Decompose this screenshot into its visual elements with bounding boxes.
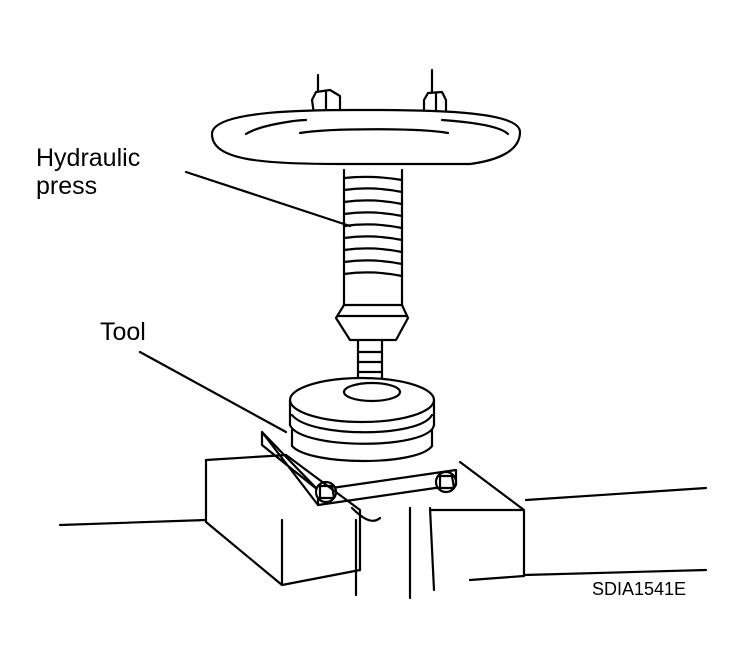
bolt-right (434, 470, 458, 494)
press-ram (356, 338, 384, 384)
tool-label: Tool (100, 318, 146, 346)
tool-plate (260, 430, 458, 507)
pulley-assembly (288, 376, 436, 463)
support-block-right (428, 460, 526, 582)
press-nose (334, 303, 410, 342)
hydraulic-press-label-line2: press (36, 172, 98, 200)
press-table (58, 486, 708, 577)
hydraulic-press-label-line1: Hydraulic (36, 144, 141, 172)
figure-code: SDIA1541E (592, 579, 687, 599)
support-gap (350, 506, 436, 600)
press-handwheel (210, 108, 522, 166)
hydraulic-press-leader-line (184, 170, 352, 228)
press-screw (342, 168, 404, 307)
support-block-left (204, 453, 362, 587)
tool-leader-line (138, 350, 288, 434)
